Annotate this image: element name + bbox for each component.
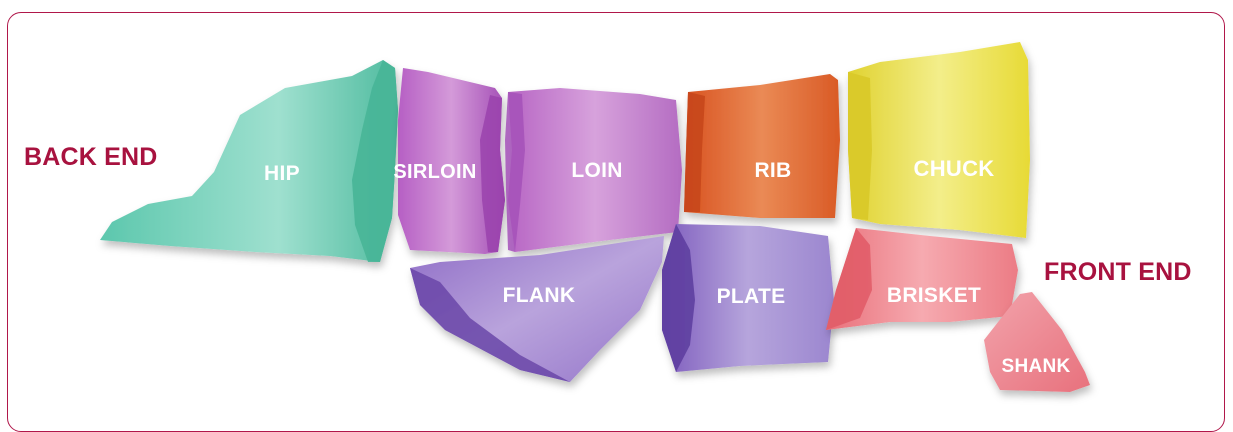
cut-brisket[interactable] bbox=[826, 228, 1018, 330]
back-end-label: BACK END bbox=[24, 143, 158, 172]
plate-label: PLATE bbox=[717, 285, 786, 308]
cut-flank[interactable] bbox=[410, 236, 664, 382]
front-end-label: FRONT END bbox=[1044, 258, 1192, 287]
hip-label: HIP bbox=[264, 162, 300, 185]
chuck-label: CHUCK bbox=[914, 156, 995, 181]
loin-label: LOIN bbox=[571, 159, 622, 182]
cut-chuck[interactable] bbox=[848, 42, 1030, 238]
sirloin-label: SIRLOIN bbox=[393, 161, 476, 183]
cut-rib[interactable] bbox=[684, 74, 840, 218]
brisket-label: BRISKET bbox=[887, 284, 981, 307]
rib-label: RIB bbox=[754, 159, 791, 182]
shank-label: SHANK bbox=[1001, 356, 1070, 377]
flank-label: FLANK bbox=[503, 284, 576, 307]
